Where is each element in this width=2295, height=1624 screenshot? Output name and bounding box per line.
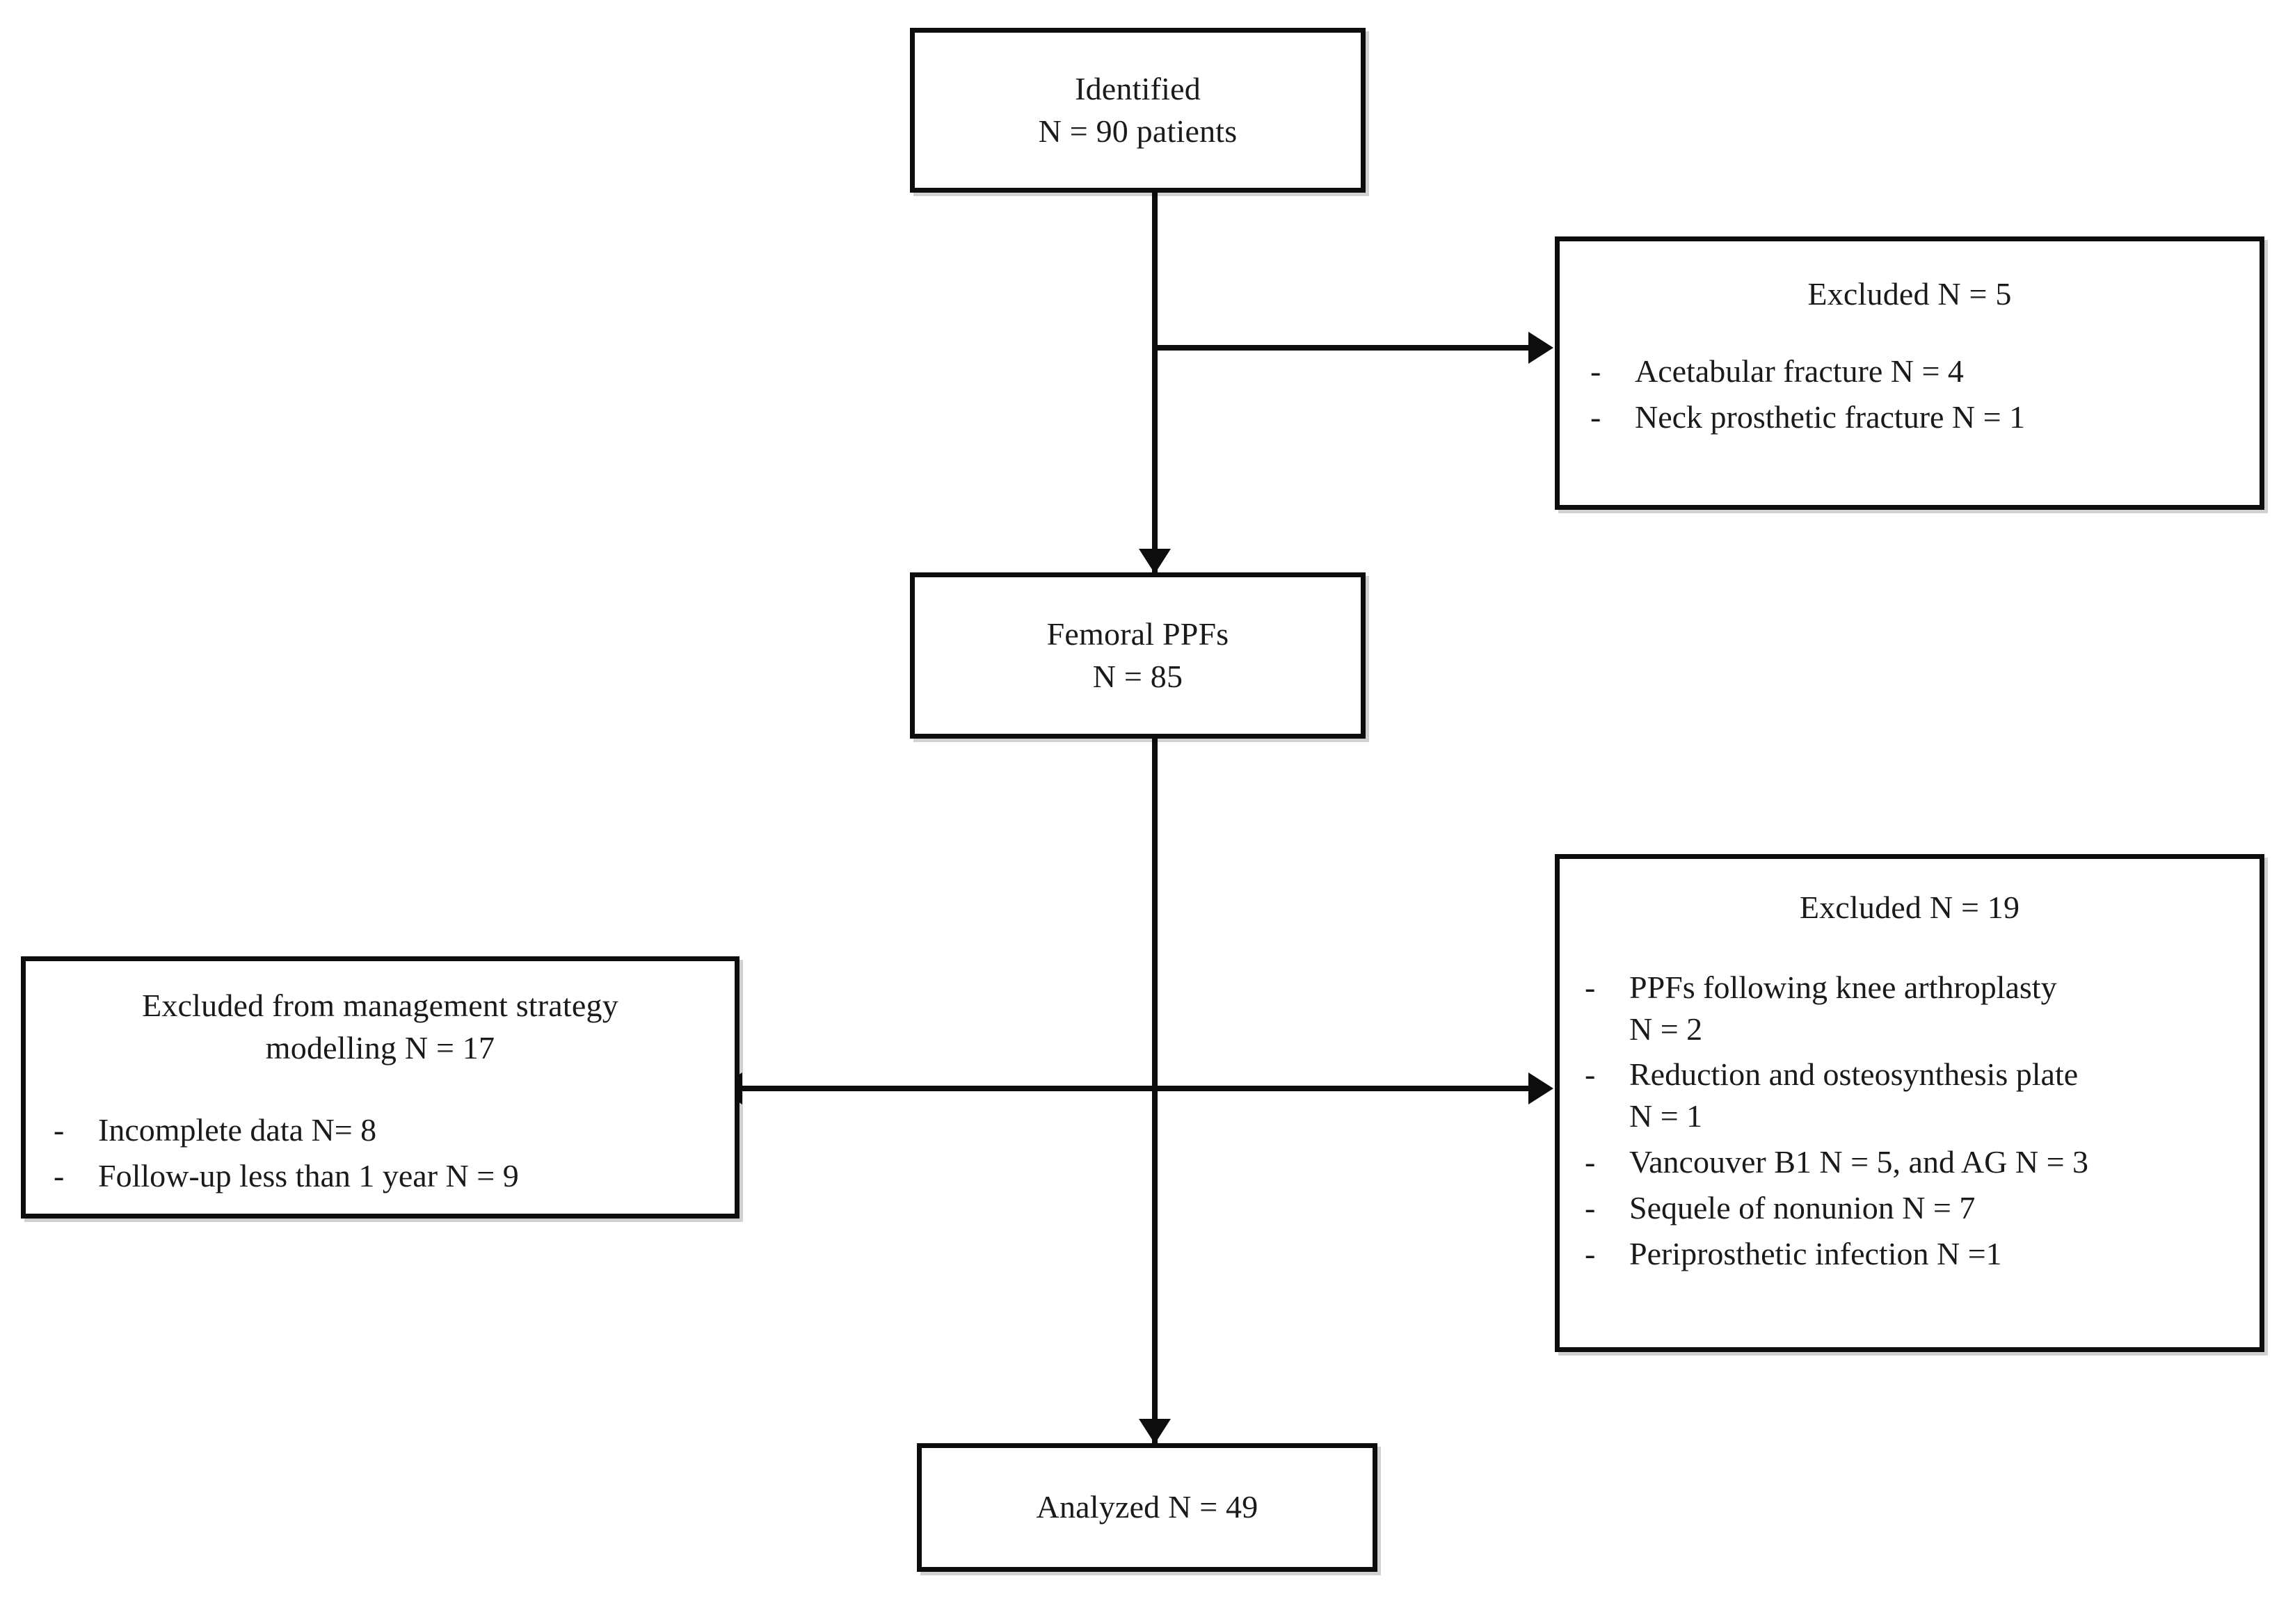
- node-excluded-19: Excluded N = 19 -PPFs following knee art…: [1555, 854, 2264, 1352]
- node-excluded-19-bullets: -PPFs following knee arthroplasty N = 2 …: [1578, 963, 2241, 1279]
- node-analyzed-title: Analyzed N = 49: [1036, 1489, 1258, 1525]
- node-femoral-ppfs: Femoral PPFs N = 85: [910, 572, 1366, 739]
- list-item-label: Acetabular fracture N = 4: [1635, 353, 1964, 389]
- list-item: -Reduction and osteosynthesis plate N = …: [1578, 1054, 2241, 1137]
- bullet-dash-icon: -: [1590, 399, 1601, 435]
- connector-branch-to-excluded-5: [1152, 345, 1531, 351]
- list-item-label: Incomplete data N= 8: [98, 1112, 377, 1148]
- list-item-label: Sequele of nonunion N = 7: [1629, 1189, 1976, 1225]
- list-item: -Follow-up less than 1 year N = 9: [47, 1155, 714, 1197]
- node-excluded-5-bullets: -Acetabular fracture N = 4 -Neck prosthe…: [1583, 346, 2236, 442]
- arrowhead-down-icon: [1139, 549, 1171, 574]
- arrowhead-down-icon: [1139, 1419, 1171, 1444]
- node-excluded-5-title: Excluded N = 5: [1807, 276, 2012, 312]
- list-item: -Sequele of nonunion N = 7: [1578, 1187, 2241, 1229]
- arrowhead-right-icon: [1528, 332, 1553, 364]
- arrowhead-right-icon: [1528, 1072, 1553, 1104]
- bullet-dash-icon: -: [1585, 1189, 1596, 1225]
- list-item: -Incomplete data N= 8: [47, 1109, 714, 1151]
- list-item-label: Reduction and osteosynthesis plate N = 1: [1629, 1056, 2079, 1134]
- list-item: -PPFs following knee arthroplasty N = 2: [1578, 967, 2241, 1050]
- list-item: -Vancouver B1 N = 5, and AG N = 3: [1578, 1141, 2241, 1183]
- list-item: -Neck prosthetic fracture N = 1: [1583, 396, 2236, 438]
- node-analyzed: Analyzed N = 49: [917, 1443, 1377, 1572]
- node-excluded-from-management-strategy: Excluded from management strategy modell…: [21, 956, 739, 1219]
- list-item-label: Follow-up less than 1 year N = 9: [98, 1158, 519, 1194]
- list-item-label: Neck prosthetic fracture N = 1: [1635, 399, 2026, 435]
- node-femoral-ppfs-title: Femoral PPFs N = 85: [1046, 616, 1229, 694]
- list-item: -Periprosthetic infection N =1: [1578, 1233, 2241, 1275]
- bullet-dash-icon: -: [1585, 1143, 1596, 1180]
- list-item: -Acetabular fracture N = 4: [1583, 351, 2236, 392]
- node-excluded-mgmt-bullets: -Incomplete data N= 8 -Follow-up less th…: [47, 1105, 714, 1201]
- connector-identified-to-femoral: [1152, 193, 1158, 575]
- node-identified: Identified N = 90 patients: [910, 28, 1366, 193]
- connector-femoral-to-analyzed: [1152, 739, 1158, 1449]
- node-identified-title: Identified N = 90 patients: [1038, 70, 1238, 149]
- connector-bidirectional-exclusions: [742, 1086, 1531, 1091]
- bullet-dash-icon: -: [1585, 1235, 1596, 1271]
- bullet-dash-icon: -: [1585, 1056, 1596, 1093]
- bullet-dash-icon: -: [54, 1112, 65, 1148]
- bullet-dash-icon: -: [54, 1158, 65, 1194]
- list-item-label: Vancouver B1 N = 5, and AG N = 3: [1629, 1143, 2089, 1180]
- list-item-label: Periprosthetic infection N =1: [1629, 1235, 2002, 1271]
- node-excluded-mgmt-title: Excluded from management strategy modell…: [142, 988, 618, 1066]
- node-excluded-5: Excluded N = 5 -Acetabular fracture N = …: [1555, 236, 2264, 510]
- bullet-dash-icon: -: [1590, 353, 1601, 389]
- list-item-label: PPFs following knee arthroplasty N = 2: [1629, 969, 2057, 1047]
- bullet-dash-icon: -: [1585, 969, 1596, 1005]
- node-excluded-19-title: Excluded N = 19: [1799, 890, 2020, 925]
